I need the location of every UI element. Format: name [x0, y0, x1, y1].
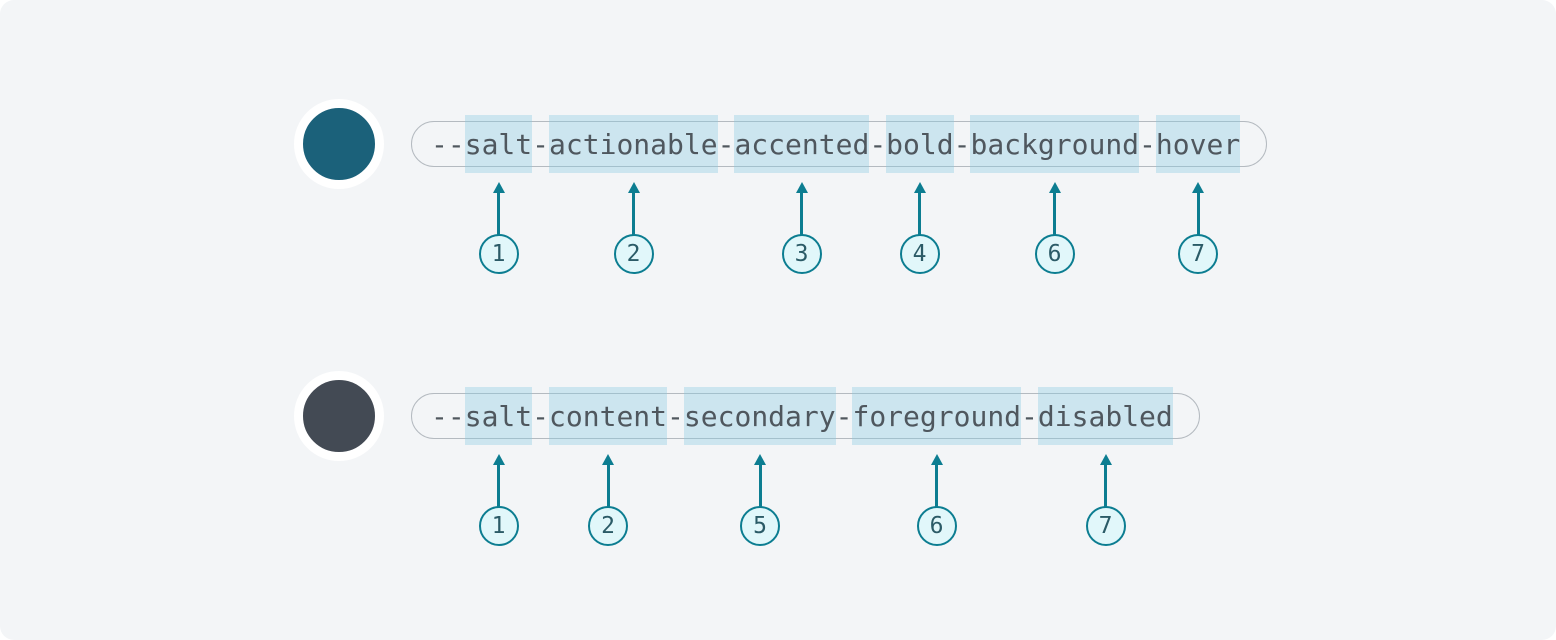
token-separator: -	[869, 127, 887, 161]
segment-annotation-1: 1	[478, 454, 519, 546]
arrow-stem	[758, 465, 762, 507]
arrow-stem	[497, 193, 500, 235]
number-badge-5: 5	[740, 506, 780, 546]
segment-annotation-6: 6	[916, 454, 957, 546]
token-separator: -	[532, 127, 550, 161]
segment-annotation-6: 6	[1034, 182, 1075, 274]
number-badge-6: 6	[1034, 234, 1075, 274]
number-badge-4: 4	[899, 234, 940, 274]
token-segment-disabled: disabled	[1037, 387, 1173, 445]
token-separator: -	[835, 399, 853, 433]
token-area: --salt-actionable-accented-bold-backgrou…	[411, 115, 1268, 274]
arrow-up-icon	[795, 182, 808, 193]
arrow-stem	[606, 465, 610, 507]
number-badge-6: 6	[916, 506, 957, 546]
token-separator: -	[532, 399, 550, 433]
number-badge-1: 1	[478, 234, 519, 274]
token-pill: --salt-actionable-accented-bold-backgrou…	[411, 115, 1268, 173]
segment-annotation-7: 7	[1178, 182, 1218, 274]
token-segment-foreground: foreground	[852, 387, 1022, 445]
token-segment-hover: hover	[1155, 115, 1241, 173]
token-segment-salt: salt	[464, 387, 533, 445]
number-badge-7: 7	[1085, 506, 1126, 546]
arrow-up-icon	[492, 182, 505, 193]
segment-annotation-2: 2	[613, 182, 654, 274]
number-badge-2: 2	[588, 506, 628, 546]
arrow-stem	[1104, 465, 1107, 507]
arrow-stem	[800, 193, 803, 235]
arrow-up-icon	[627, 182, 640, 193]
token-separator: --	[431, 127, 465, 161]
token-separator: -	[1021, 399, 1038, 433]
arrow-up-icon	[1192, 182, 1204, 193]
token-separator: -	[1139, 127, 1156, 161]
segment-annotation-2: 2	[588, 454, 628, 546]
arrow-up-icon	[754, 454, 766, 465]
actionable-token-row: --salt-actionable-accented-bold-backgrou…	[294, 99, 1556, 276]
content-token-swatch	[294, 371, 384, 461]
arrow-up-icon	[930, 454, 943, 465]
token-segment-secondary: secondary	[683, 387, 836, 445]
token-segment-accented: accented	[734, 115, 870, 173]
arrow-stem	[1196, 193, 1200, 235]
token-separator: -	[667, 399, 684, 433]
arrow-up-icon	[492, 454, 505, 465]
arrow-up-icon	[913, 182, 926, 193]
actionable-token-swatch	[294, 99, 384, 189]
segment-annotation-5: 5	[740, 454, 780, 546]
token-separator: -	[953, 127, 971, 161]
token-segment-actionable: actionable	[549, 115, 718, 173]
token-separator: --	[431, 399, 465, 433]
token-segment-background: background	[970, 115, 1140, 173]
number-badge-1: 1	[478, 506, 519, 546]
token-segment-bold: bold	[886, 115, 954, 173]
arrow-stem	[935, 465, 938, 507]
token-segment-content: content	[549, 387, 668, 445]
number-badge-7: 7	[1178, 234, 1218, 274]
arrow-stem	[497, 465, 500, 507]
token-segment-salt: salt	[464, 115, 533, 173]
segment-annotation-3: 3	[781, 182, 822, 274]
token-separator: -	[717, 127, 735, 161]
arrow-up-icon	[602, 454, 614, 465]
segment-annotation-7: 7	[1085, 454, 1126, 546]
token-area: --salt-content-secondary-foreground-disa…	[411, 387, 1200, 546]
segment-annotation-1: 1	[478, 182, 519, 274]
number-badge-2: 2	[613, 234, 654, 274]
segment-annotation-4: 4	[899, 182, 940, 274]
arrow-stem	[1053, 193, 1056, 235]
token-pill: --salt-content-secondary-foreground-disa…	[411, 387, 1200, 445]
arrow-up-icon	[1048, 182, 1061, 193]
arrow-up-icon	[1099, 454, 1112, 465]
arrow-stem	[632, 193, 635, 235]
content-token-row: --salt-content-secondary-foreground-disa…	[294, 371, 1556, 548]
number-badge-3: 3	[781, 234, 822, 274]
arrow-stem	[918, 193, 921, 235]
